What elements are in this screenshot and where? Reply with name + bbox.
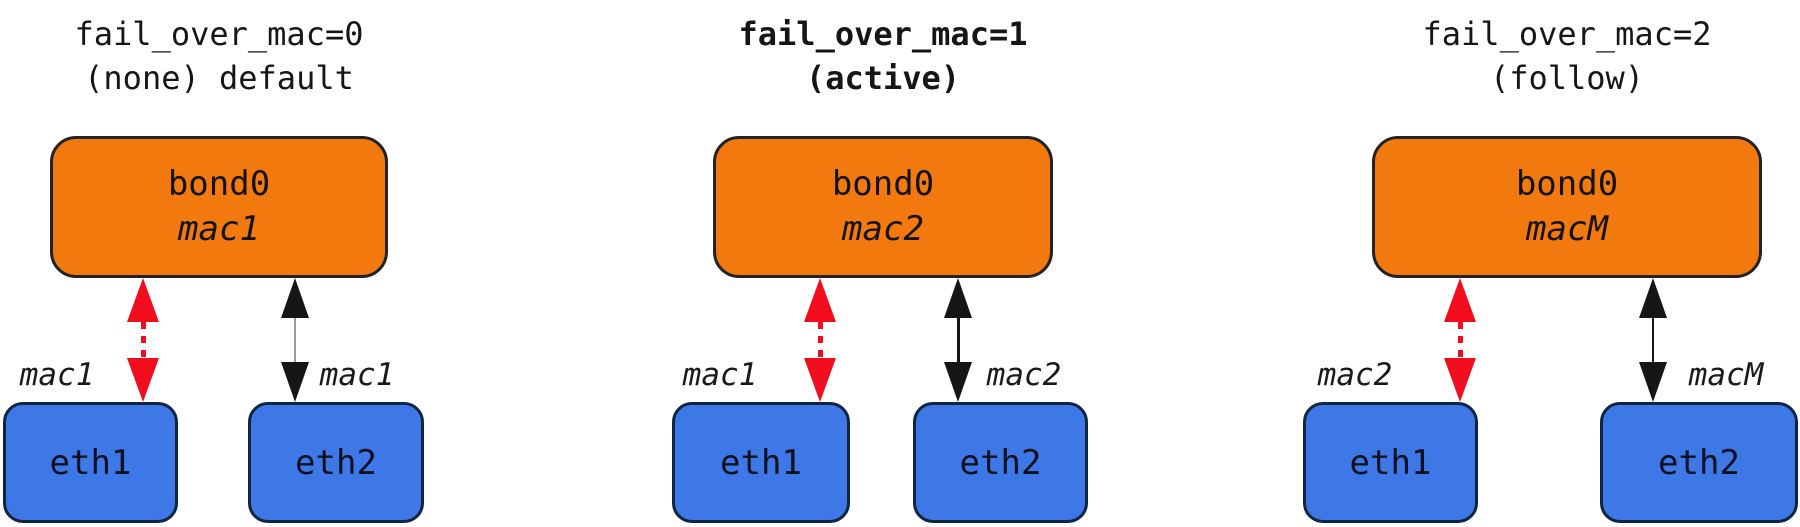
panel-title-line1: fail_over_mac=1 xyxy=(738,15,1028,53)
bond-mac-label: mac1 xyxy=(178,209,260,249)
bond0-node: bond0 macM xyxy=(1372,136,1762,278)
panel-title-line2: (follow) xyxy=(1489,59,1645,97)
bond-mac-label: macM xyxy=(1526,209,1608,249)
arrow-shaft xyxy=(956,318,960,362)
arrow-down-head xyxy=(1639,362,1667,402)
red-dashed-double-arrow xyxy=(1444,278,1476,402)
arrow-up-head xyxy=(281,278,309,318)
eth1-name-label: eth1 xyxy=(1349,442,1432,483)
eth2-name-label: eth2 xyxy=(959,442,1042,483)
arrow-down-head xyxy=(804,358,836,402)
eth1-mac-label: mac1 xyxy=(682,357,758,393)
eth2-mac-label: macM xyxy=(1688,357,1764,393)
arrow-down-head xyxy=(1444,358,1476,402)
eth2-node: eth2 xyxy=(1600,402,1798,523)
bond-name-label: bond0 xyxy=(831,164,935,204)
arrow-dashed-shaft xyxy=(1457,322,1463,358)
arrow-down-head xyxy=(281,362,309,402)
arrow-up-head xyxy=(1444,278,1476,322)
arrow-up-head xyxy=(944,278,972,318)
arrow-up-head xyxy=(1639,278,1667,318)
arrow-up-head xyxy=(127,278,159,322)
panel-title-line1: fail_over_mac=2 xyxy=(1422,15,1712,53)
arrow-down-head xyxy=(944,362,972,402)
bond-name-label: bond0 xyxy=(167,164,271,204)
arrow-up-head xyxy=(804,278,836,322)
panel-fail-over-mac-1: fail_over_mac=1 (active) bond0 mac2 mac1… xyxy=(600,0,1200,527)
eth1-mac-label: mac1 xyxy=(19,357,95,393)
black-double-arrow xyxy=(1639,278,1667,402)
eth1-name-label: eth1 xyxy=(49,442,132,483)
arrow-down-head xyxy=(127,358,159,402)
bond-mac-label: mac2 xyxy=(842,209,924,249)
eth2-name-label: eth2 xyxy=(1658,442,1740,483)
eth1-node: eth1 xyxy=(672,402,850,523)
panel-title-line1: fail_over_mac=0 xyxy=(74,15,364,53)
panel-fail-over-mac-2: fail_over_mac=2 (follow) bond0 macM mac2… xyxy=(1200,0,1800,527)
black-double-arrow xyxy=(281,278,309,402)
eth1-mac-label: mac2 xyxy=(1317,357,1393,393)
eth1-name-label: eth1 xyxy=(720,442,802,483)
panel-title-line2: (active) xyxy=(805,59,961,97)
panel-title-line2: (none) default xyxy=(84,59,354,97)
eth2-node: eth2 xyxy=(248,402,424,523)
arrow-dashed-shaft xyxy=(140,322,146,358)
eth2-node: eth2 xyxy=(913,402,1088,523)
panel-title: fail_over_mac=2 (follow) xyxy=(1367,12,1767,100)
eth1-node: eth1 xyxy=(1303,402,1478,523)
black-double-arrow xyxy=(944,278,972,402)
red-dashed-double-arrow xyxy=(804,278,836,402)
eth2-name-label: eth2 xyxy=(295,442,377,483)
red-dashed-double-arrow xyxy=(127,278,159,402)
bond-name-label: bond0 xyxy=(1515,164,1619,204)
eth2-mac-label: mac1 xyxy=(319,357,395,393)
bond0-node: bond0 mac2 xyxy=(713,136,1053,278)
bond0-node: bond0 mac1 xyxy=(50,136,388,278)
eth1-node: eth1 xyxy=(3,402,178,523)
arrow-shaft xyxy=(294,318,296,362)
arrow-dashed-shaft xyxy=(817,322,823,358)
eth2-mac-label: mac2 xyxy=(986,357,1062,393)
arrow-shaft xyxy=(1652,318,1654,362)
panel-title: fail_over_mac=0 (none) default xyxy=(19,12,419,100)
panel-title: fail_over_mac=1 (active) xyxy=(683,12,1083,100)
panel-fail-over-mac-0: fail_over_mac=0 (none) default bond0 mac… xyxy=(0,0,600,527)
